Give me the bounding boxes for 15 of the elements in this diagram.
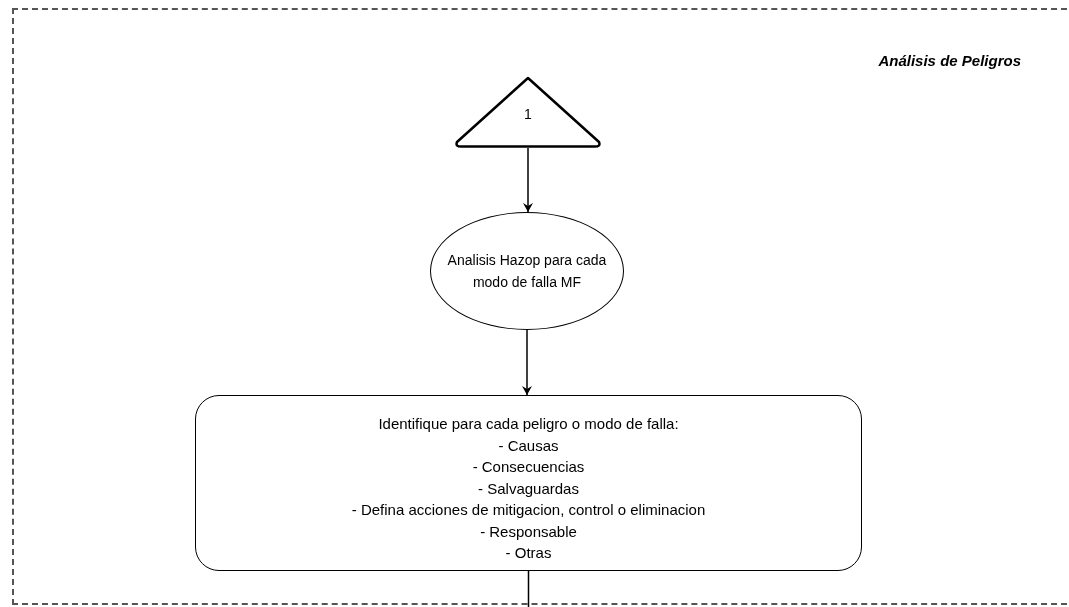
node-text: - Responsable bbox=[479, 521, 578, 542]
process-box bbox=[195, 395, 862, 571]
node-text: Identifique para cada peligro o modo de falla: bbox=[377, 414, 680, 434]
node-text: 1 bbox=[523, 105, 533, 124]
node-text: - Otras bbox=[504, 543, 553, 563]
node-text: - Causas bbox=[497, 435, 560, 456]
triangle-marker bbox=[454, 76, 602, 148]
node-text: - Consecuencias bbox=[471, 457, 586, 477]
node-text: Analisis Hazop para cada modo de falla MF bbox=[446, 251, 608, 292]
arrow bbox=[523, 147, 533, 213]
frame-title: Análisis de Peligros bbox=[878, 51, 1021, 71]
arrow bbox=[522, 329, 532, 396]
node-text: - Salvaguardas bbox=[477, 478, 580, 499]
dashed-frame bbox=[12, 8, 1069, 605]
node-text: - Defina acciones de mitigacion, control o eliminacion bbox=[350, 500, 707, 520]
